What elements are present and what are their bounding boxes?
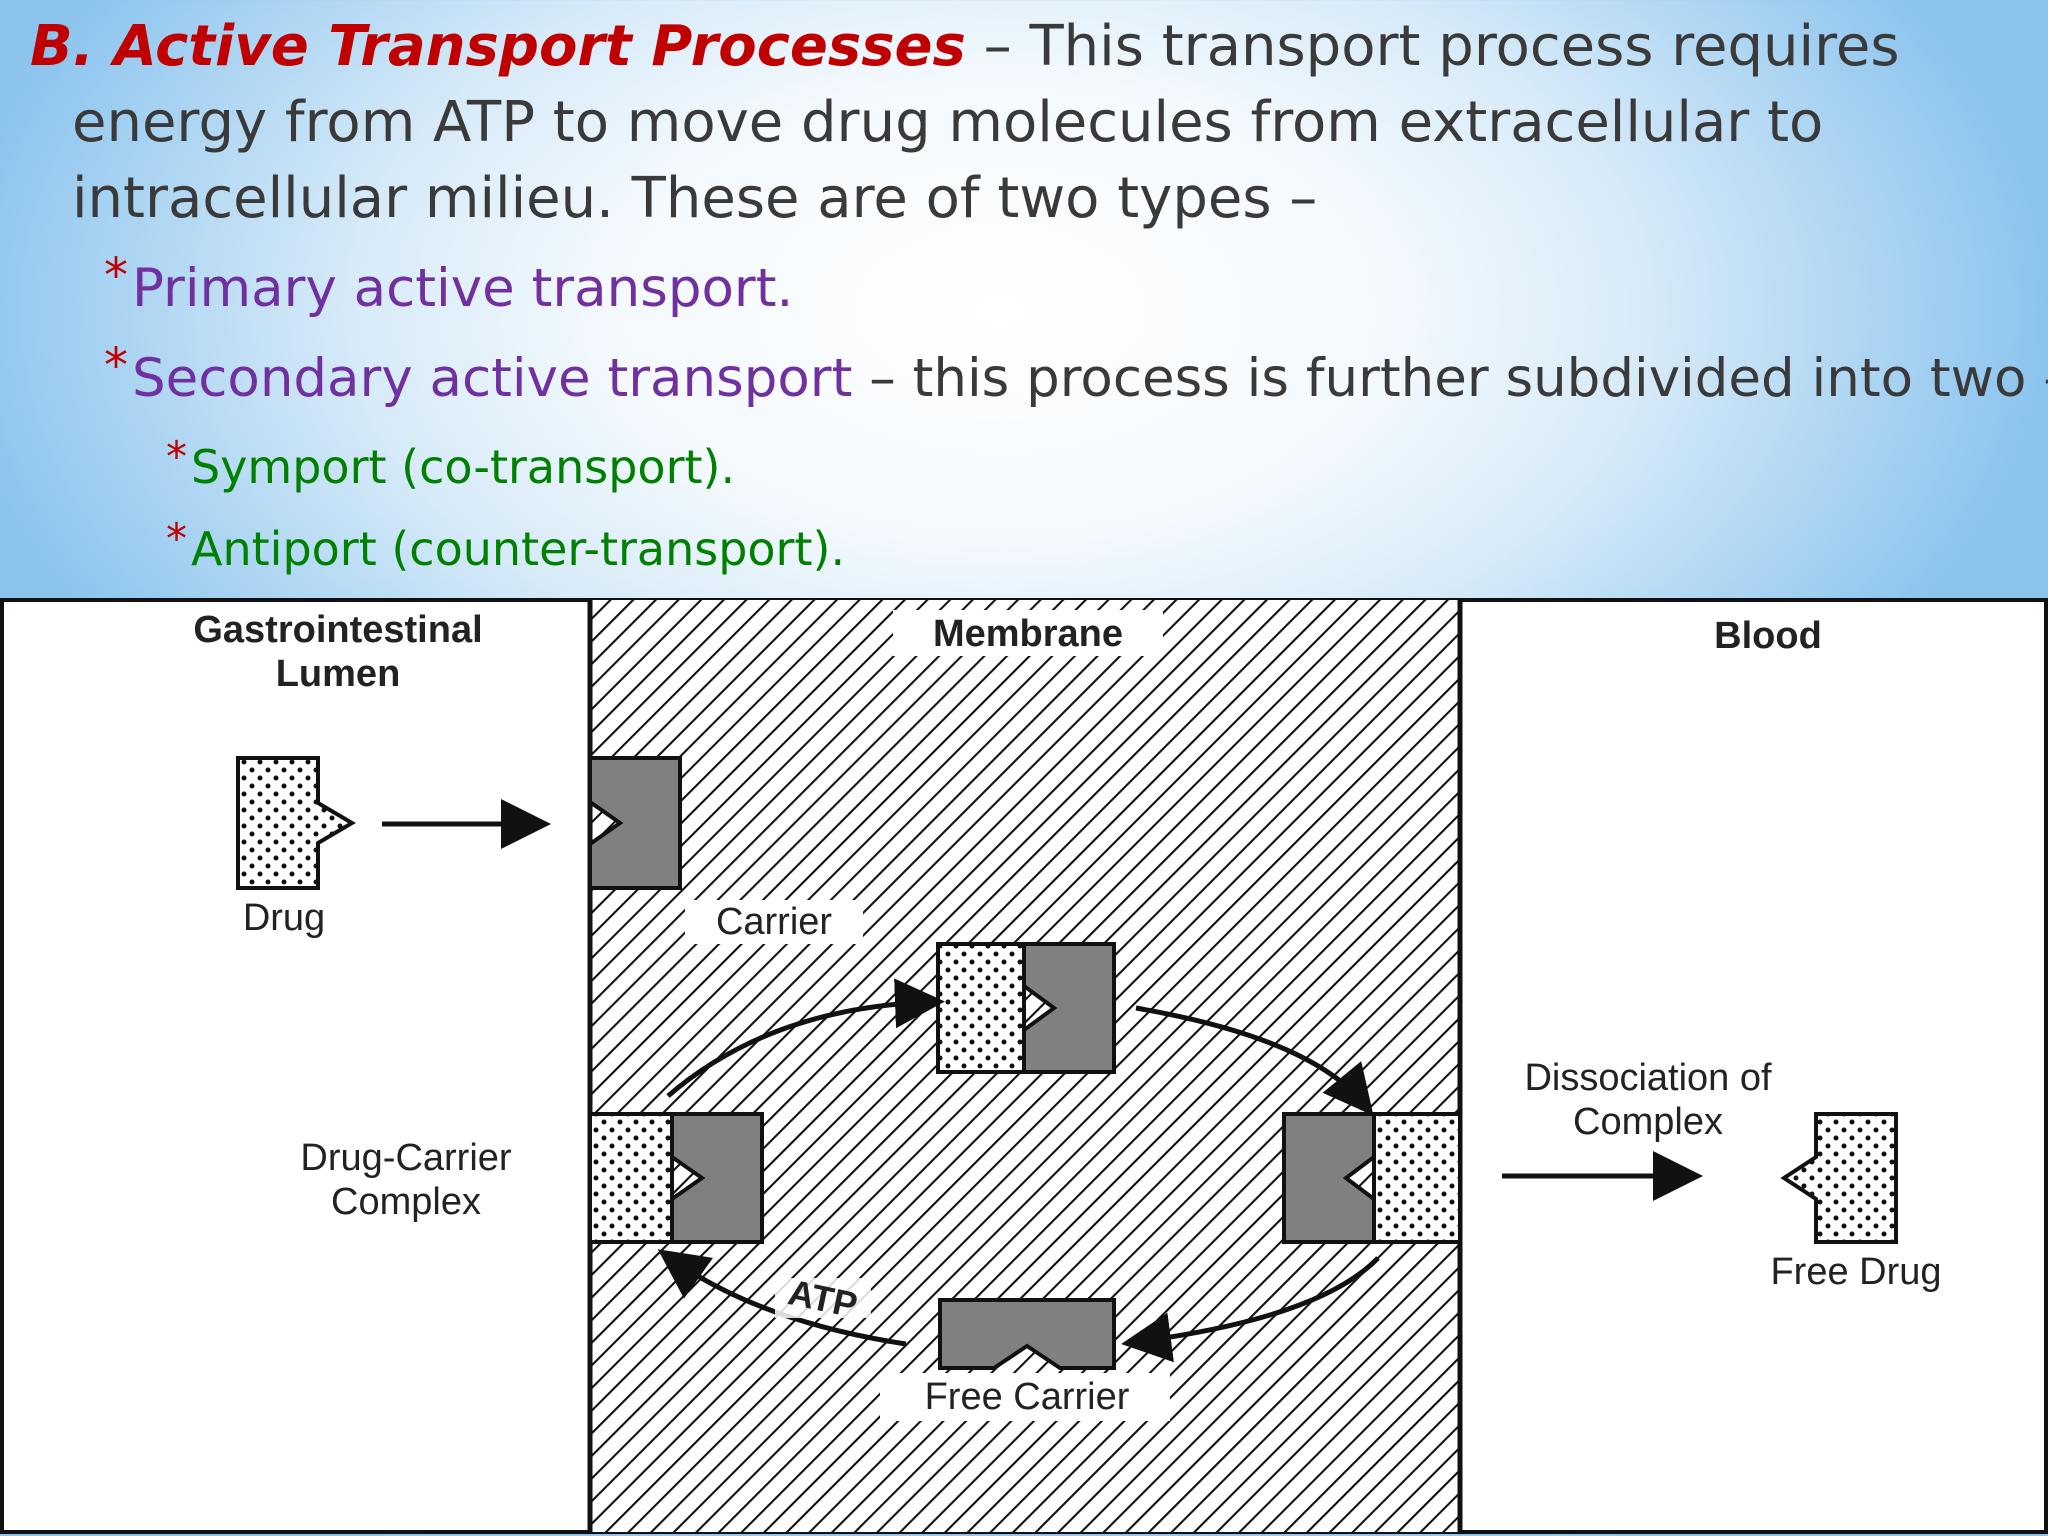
drug-label: Drug <box>243 897 325 939</box>
cycle-arrow-to-left <box>657 1249 907 1347</box>
free-drug-label: Free Drug <box>1770 1251 1941 1293</box>
drug-molecule-icon <box>236 756 356 890</box>
cycle-arrow-to-top <box>666 978 945 1098</box>
carrier-protein-icon <box>588 756 682 890</box>
carrier-label-bg <box>685 900 863 944</box>
complex-drug-part-icon <box>588 1112 674 1244</box>
sub-bullet-label: Antiport (counter-transport). <box>191 522 846 576</box>
bullet-label: Primary active transport. <box>132 258 794 319</box>
free-carrier-label-bg <box>880 1373 1170 1421</box>
sub-bullet-antiport: *Antiport (counter-transport). <box>166 514 846 576</box>
carrier-label: Carrier <box>716 901 832 943</box>
gi-lumen-label-line1: Gastrointestinal <box>193 609 482 651</box>
right-complex-drug-part-icon <box>1372 1112 1462 1244</box>
atp-label-bg <box>775 1278 871 1318</box>
bullet-star-icon: * <box>104 338 128 394</box>
cycle-arrow-to-right <box>1135 1005 1374 1116</box>
bullet-secondary: *Secondary active transport – this proce… <box>104 338 2048 409</box>
top-complex-carrier-part-icon <box>1022 942 1116 1074</box>
title-emphasis: B. Active Transport Processes <box>30 14 966 79</box>
active-transport-diagram: Gastrointestinal Lumen Membrane Blood Dr… <box>0 598 2048 1534</box>
body-line-2: intracellular milieu. These are of two t… <box>72 166 1318 231</box>
free-carrier-label: Free Carrier <box>925 1376 1130 1418</box>
bullet-primary: *Primary active transport. <box>104 248 794 319</box>
dissociation-label-line2: Complex <box>1573 1101 1723 1143</box>
top-complex-drug-part-icon <box>936 942 1026 1074</box>
free-drug-icon <box>1780 1112 1898 1244</box>
membrane-label: Membrane <box>933 613 1123 655</box>
sub-bullet-star-icon: * <box>166 514 187 563</box>
sub-bullet-label: Symport (co-transport). <box>191 440 736 494</box>
membrane-label-bg <box>893 610 1163 656</box>
slide-title: B. Active Transport Processes – This tra… <box>30 14 1900 79</box>
drug-carrier-complex-label-line1: Drug-Carrier <box>300 1137 511 1179</box>
body-line-1: energy from ATP to move drug molecules f… <box>72 90 1824 155</box>
complex-carrier-part-icon <box>670 1112 764 1244</box>
title-rest: – This transport process requires <box>965 14 1900 79</box>
blood-label: Blood <box>1714 615 1822 657</box>
sub-bullet-symport: *Symport (co-transport). <box>166 432 736 494</box>
bullet-label: Secondary active transport <box>132 348 853 409</box>
free-carrier-icon <box>938 1298 1116 1370</box>
cycle-arrow-to-bottom <box>1121 1256 1380 1363</box>
bullet-rest: – this process is further subdivided int… <box>852 348 2048 409</box>
gi-lumen-label-line2: Lumen <box>276 653 401 695</box>
drug-carrier-complex-label-line2: Complex <box>331 1181 481 1223</box>
dissociation-label-line1: Dissociation of <box>1524 1057 1772 1099</box>
sub-bullet-star-icon: * <box>166 432 187 481</box>
bullet-star-icon: * <box>104 248 128 304</box>
